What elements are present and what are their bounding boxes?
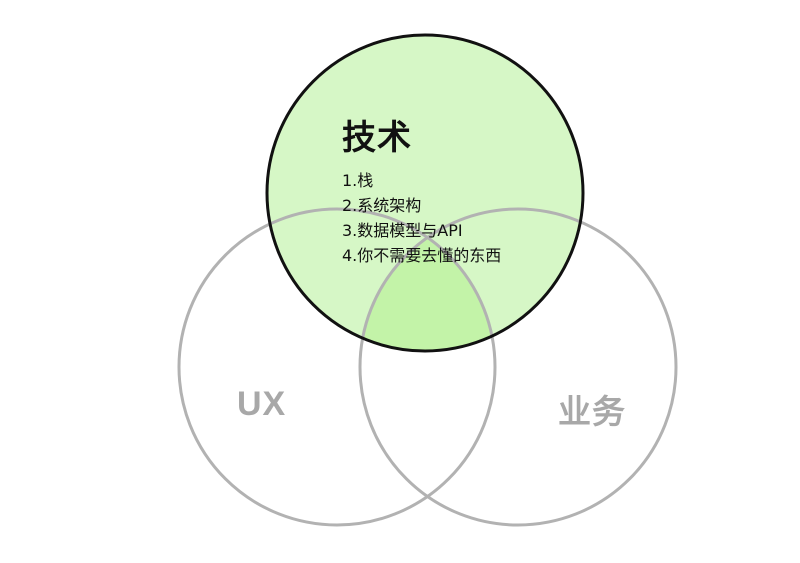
ux-label: UX — [237, 385, 287, 423]
tech-item: 2.系统架构 — [342, 196, 422, 215]
tech-item-list: 1.栈 2.系统架构 3.数据模型与API 4.你不需要去懂的东西 — [342, 168, 582, 268]
tech-circle-fill — [267, 35, 583, 351]
tech-title: 技术 — [342, 118, 412, 158]
business-circle — [358, 207, 678, 527]
ux-circle — [177, 207, 497, 527]
tech-item: 1.栈 — [342, 171, 374, 190]
tech-circle-outline — [265, 33, 585, 353]
tech-item: 3.数据模型与API — [342, 221, 463, 240]
tech-item: 4.你不需要去懂的东西 — [342, 246, 502, 265]
tech-text-block: 技术 1.栈 2.系统架构 3.数据模型与API 4.你不需要去懂的东西 — [342, 118, 582, 268]
business-label: 业务 — [558, 392, 626, 431]
